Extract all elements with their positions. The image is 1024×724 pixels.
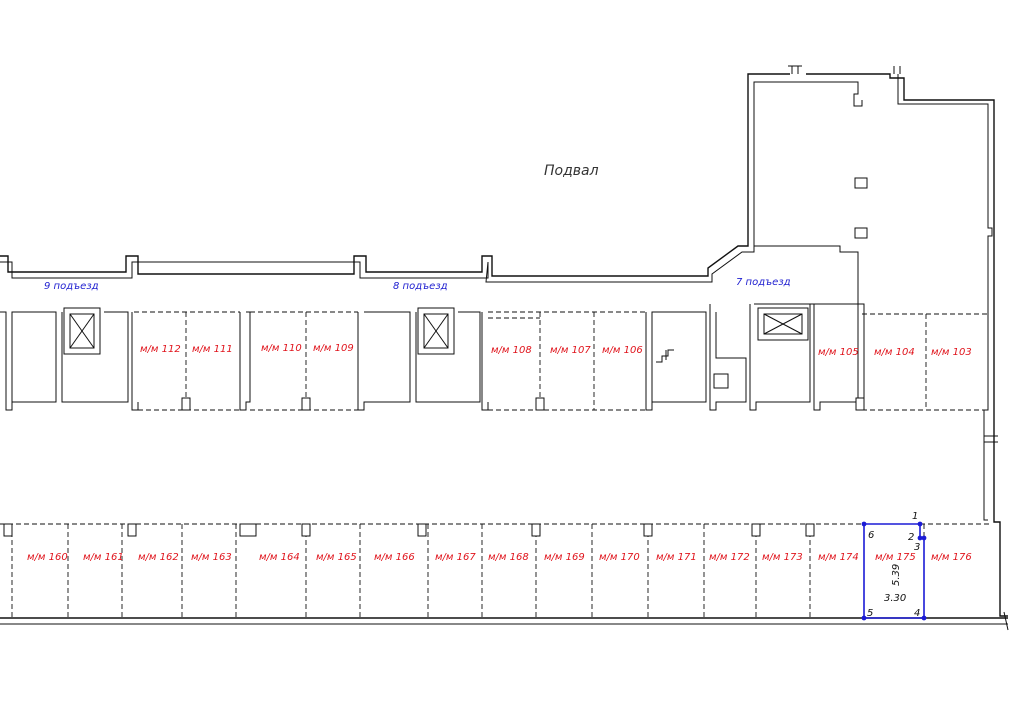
space-label-164[interactable]: м/м 164 [259,552,300,563]
space-label-174[interactable]: м/м 174 [818,552,859,563]
vertex-4-point[interactable] [921,615,927,621]
space-label-168[interactable]: м/м 168 [488,552,529,563]
dimension-width-label: 3.30 [884,593,906,604]
entrance-label-8: 8 подъезд [393,281,448,292]
vertex-6-point[interactable] [861,521,867,527]
plan-title: Подвал [544,163,599,179]
vertex-2-point[interactable] [917,535,923,541]
space-label-112[interactable]: м/м 112 [140,344,181,355]
space-label-110[interactable]: м/м 110 [261,343,302,354]
space-label-169[interactable]: м/м 169 [544,552,585,563]
space-label-104[interactable]: м/м 104 [874,347,915,358]
space-label-171[interactable]: м/м 171 [656,552,697,563]
space-label-106[interactable]: м/м 106 [602,345,643,356]
entrance-label-7: 7 подъезд [736,277,791,288]
space-label-170[interactable]: м/м 170 [599,552,640,563]
vertex-2-label: 2 [908,532,914,543]
elevator-shafts [63,307,809,363]
space-label-160[interactable]: м/м 160 [27,552,68,563]
space-label-108[interactable]: м/м 108 [491,345,532,356]
entrance-label-9: 9 подъезд [44,281,99,292]
lower-spaces-grid [0,435,998,618]
space-label-166[interactable]: м/м 166 [374,552,415,563]
space-label-176[interactable]: м/м 176 [931,552,972,563]
space-label-111[interactable]: м/м 111 [192,344,233,355]
vertex-3-point[interactable] [921,535,927,541]
space-label-103[interactable]: м/м 103 [931,347,972,358]
space-label-163[interactable]: м/м 163 [191,552,232,563]
vertex-5-label: 5 [867,608,873,619]
space-label-167[interactable]: м/м 167 [435,552,476,563]
vertex-1-point[interactable] [917,521,923,527]
space-label-172[interactable]: м/м 172 [709,552,750,563]
vertex-4-label: 4 [914,608,920,619]
space-label-162[interactable]: м/м 162 [138,552,179,563]
upper-rooms [0,303,990,411]
vertex-1-label: 1 [912,511,918,522]
space-label-173[interactable]: м/м 173 [762,552,803,563]
building-walls [0,65,1009,631]
vertex-5-point[interactable] [861,615,867,621]
selected-space-outline[interactable] [861,521,927,621]
vertex-6-label: 6 [868,530,874,541]
dimension-length-label: 5.39 [891,564,902,586]
space-label-105[interactable]: м/м 105 [818,347,859,358]
space-label-109[interactable]: м/м 109 [313,343,354,354]
space-label-161[interactable]: м/м 161 [83,552,124,563]
vertex-3-label: 3 [914,542,920,553]
space-label-165[interactable]: м/м 165 [316,552,357,563]
space-label-107[interactable]: м/м 107 [550,345,591,356]
space-label-175[interactable]: м/м 175 [875,552,916,563]
